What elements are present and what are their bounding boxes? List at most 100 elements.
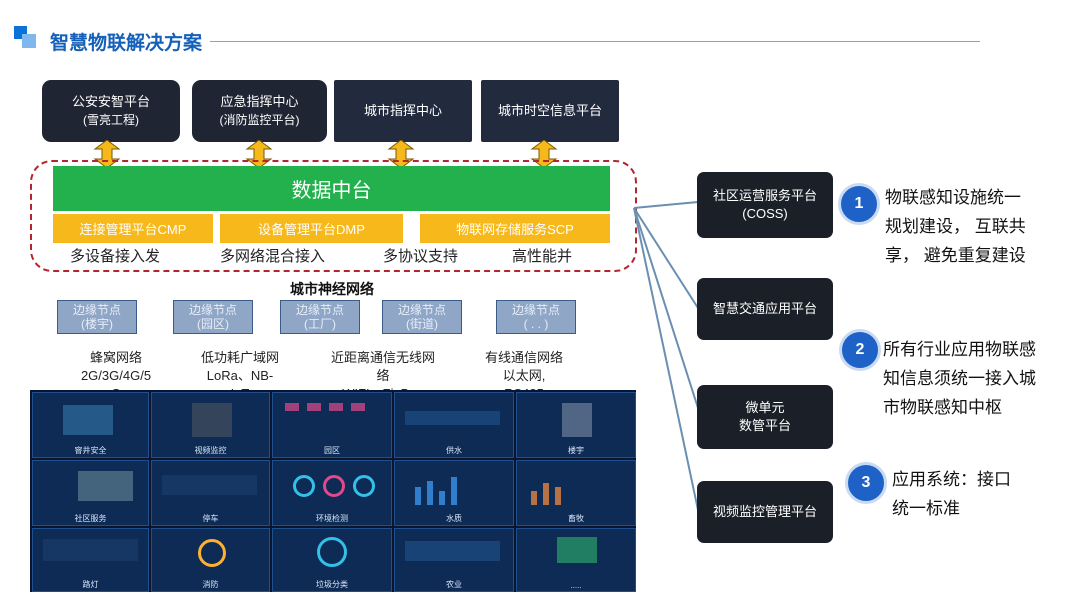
screen-tile-fire: 消防 [151, 528, 270, 592]
screen-tile-manhole: 窨井安全 [32, 392, 149, 458]
screen-tile-livestock: 畜牧 [516, 460, 636, 526]
app-label: 社区运营服务平台 [712, 188, 817, 203]
note-line: 统一标准 [892, 499, 960, 518]
neural-network-title: 城市神经网络 [290, 281, 374, 297]
dashboard-screenshot-grid: 窨井安全 视频监控 园区 供水 楼宇 社区服务 停车 环境检测 水质 [30, 390, 636, 592]
screen-caption: 供水 [446, 446, 462, 455]
network-line: 近距离通信无线网 [330, 350, 435, 365]
app-smart-traffic: 智慧交通应用平台 [697, 278, 833, 340]
screen-caption: 消防 [202, 580, 219, 589]
edge-node-building: 边缘节点 (楼宇) [57, 300, 137, 334]
data-platform-title: 数据中台 [53, 166, 610, 211]
platform-label: 应急指挥中心 [220, 94, 299, 109]
platform-public-security: 公安安智平台 (雪亮工程) [42, 80, 180, 142]
screen-caption: 路灯 [82, 580, 99, 589]
screen-tile-park: 园区 [272, 392, 392, 458]
note-number-1: 1 [838, 183, 880, 225]
feature-multi-device: 多设备接入发 [70, 248, 161, 265]
note-line: 市物联感知中枢 [883, 398, 1002, 417]
edge-node-type: (楼宇) [81, 317, 113, 331]
screen-tile-streetlight: 路灯 [32, 528, 149, 592]
edge-node-label: 边缘节点 [72, 303, 121, 317]
screen-caption: 垃圾分类 [316, 580, 348, 589]
note-3: 应用系统：接口 统一标准 [892, 465, 1011, 523]
screen-caption: 窨井安全 [74, 446, 107, 455]
edge-node-street: 边缘节点 (街道) [382, 300, 462, 334]
screen-caption: 环境检测 [316, 514, 348, 523]
page-title: 智慧物联解决方案 [50, 33, 203, 54]
edge-node-other: 边缘节点 ( . . ) [496, 300, 576, 334]
screen-tile-building: 楼宇 [516, 392, 636, 458]
screen-caption: 视频监控 [194, 446, 227, 455]
edge-node-type: ( . . ) [523, 317, 549, 331]
screen-tile-water-quality: 水质 [394, 460, 514, 526]
network-line: 蜂窝网络 [89, 350, 142, 365]
network-line: LoRa、NB- [206, 368, 274, 383]
platform-label: 公安安智平台 [71, 94, 150, 109]
note-line: 所有行业应用物联感 [883, 340, 1036, 359]
edge-node-type: (工厂) [304, 317, 336, 331]
screen-caption: 园区 [324, 446, 340, 455]
module-dmp: 设备管理平台DMP [220, 214, 403, 243]
note-line: 规划建设， 互联共 [885, 217, 1026, 236]
module-cmp: 连接管理平台CMP [53, 214, 213, 243]
edge-node-type: (园区) [197, 317, 229, 331]
network-cellular: 蜂窝网络 2G/3G/4G/5 G [66, 349, 166, 403]
network-line: 以太网, [502, 368, 546, 383]
connector-lines [633, 201, 699, 511]
platform-sublabel: (消防监控平台) [219, 113, 300, 127]
platform-spatiotemporal: 城市时空信息平台 [481, 80, 619, 142]
app-micro-unit: 微单元 数管平台 [697, 385, 833, 449]
app-video-surveillance: 视频监控管理平台 [697, 481, 833, 543]
screen-caption: 农业 [446, 580, 462, 589]
app-label: 智慧交通应用平台 [712, 301, 817, 316]
screen-tile-water-supply: 供水 [394, 392, 514, 458]
note-line: 物联感知设施统一 [885, 188, 1021, 207]
feature-multi-network: 多网络混合接入 [220, 248, 326, 265]
edge-node-label: 边缘节点 [188, 303, 237, 317]
network-line: 有线通信网络 [484, 350, 563, 365]
note-number-2: 2 [839, 329, 881, 371]
platform-label: 城市时空信息平台 [497, 103, 602, 118]
feature-high-performance: 高性能并 [512, 248, 573, 265]
app-community-operation: 社区运营服务平台 (COSS) [697, 172, 833, 238]
app-sublabel: (COSS) [742, 206, 788, 221]
note-1: 物联感知设施统一 规划建设， 互联共 享， 避免重复建设 [885, 183, 1026, 270]
header-divider [210, 41, 980, 42]
app-label: 视频监控管理平台 [712, 504, 817, 519]
feature-multi-protocol: 多协议支持 [383, 248, 459, 265]
edge-node-factory: 边缘节点 (工厂) [280, 300, 360, 334]
note-line: 应用系统：接口 [892, 470, 1011, 489]
network-lpwan: 低功耗广域网 LoRa、NB- IoT [190, 349, 290, 403]
network-line: 低功耗广域网 [200, 350, 279, 365]
note-number-3: 3 [845, 462, 887, 504]
app-label: 微单元 [745, 400, 785, 415]
screen-caption: 水质 [446, 514, 462, 523]
platform-emergency: 应急指挥中心 (消防监控平台) [192, 80, 327, 142]
note-line: 享， 避免重复建设 [885, 246, 1026, 265]
screen-tile-agriculture: 农业 [394, 528, 514, 592]
module-scp: 物联网存储服务SCP [420, 214, 610, 243]
screen-tile-environment: 环境检测 [272, 460, 392, 526]
screen-caption: 停车 [202, 514, 219, 523]
header-logo-mark [14, 26, 40, 48]
note-2: 所有行业应用物联感 知信息须统一接入城 市物联感知中枢 [883, 335, 1036, 422]
platform-sublabel: (雪亮工程) [83, 113, 139, 127]
app-sublabel: 数管平台 [738, 418, 791, 433]
screen-tile-waste: 垃圾分类 [272, 528, 392, 592]
screen-tile-video: 视频监控 [151, 392, 270, 458]
edge-node-park: 边缘节点 (园区) [173, 300, 253, 334]
network-line: 络 [376, 368, 390, 383]
screen-tile-more: ..... [516, 528, 636, 592]
platform-city-command: 城市指挥中心 [334, 80, 472, 142]
platform-label: 城市指挥中心 [363, 103, 442, 118]
screen-caption: ..... [570, 581, 582, 590]
screen-caption: 畜牧 [568, 514, 584, 523]
edge-node-type: (街道) [406, 317, 438, 331]
screen-tile-community: 社区服务 [32, 460, 149, 526]
screen-caption: 社区服务 [74, 514, 107, 523]
edge-node-label: 边缘节点 [397, 303, 446, 317]
screen-caption: 楼宇 [568, 446, 584, 455]
edge-node-label: 边缘节点 [295, 303, 344, 317]
screen-tile-parking: 停车 [151, 460, 270, 526]
